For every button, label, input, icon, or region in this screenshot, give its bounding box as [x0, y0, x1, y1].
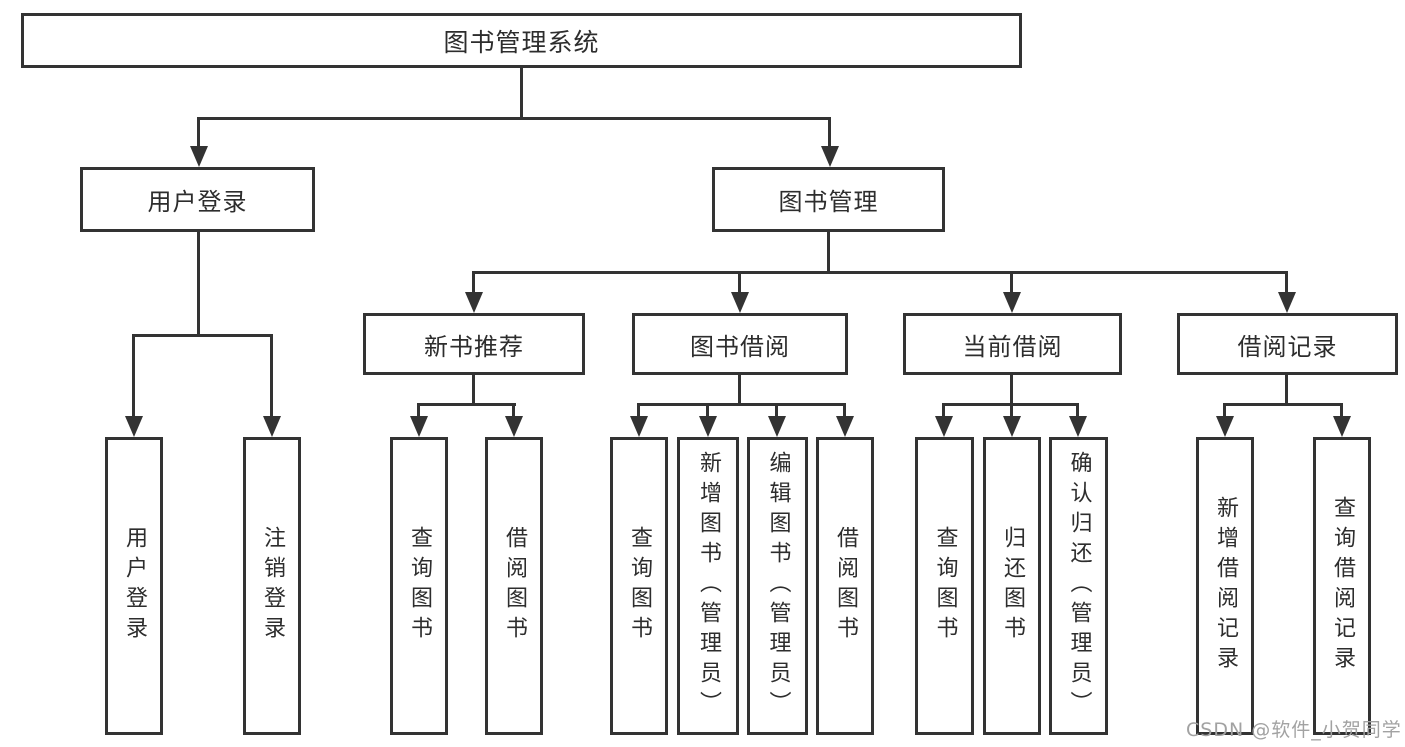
connector-line	[738, 375, 741, 406]
node-label: 图书管理	[778, 188, 879, 216]
connector-line	[197, 117, 200, 149]
connector-line	[1010, 271, 1013, 297]
arrow-down-icon	[505, 416, 523, 437]
connector-line	[1285, 375, 1288, 406]
node-book-management: 图书管理	[712, 167, 945, 232]
arrow-down-icon	[821, 146, 839, 167]
connector-line	[738, 271, 741, 297]
connector-line	[270, 334, 273, 420]
connector-line	[827, 232, 830, 274]
arrow-down-icon	[465, 292, 483, 313]
connector-line	[843, 403, 846, 419]
node-label: 图书借阅	[690, 332, 790, 361]
connector-line	[1010, 403, 1013, 419]
leaf-label: 查询图书	[627, 526, 652, 646]
arrow-down-icon	[1003, 292, 1021, 313]
leaf-label: 用户登录	[122, 526, 147, 646]
leaf-edit-book-admin: 编辑图书（管理员）	[747, 437, 808, 735]
leaf-query-book-borrow: 查询图书	[610, 437, 668, 735]
node-label: 用户登录	[147, 188, 248, 216]
connector-line	[472, 271, 475, 297]
node-book-borrow: 图书借阅	[632, 313, 848, 375]
arrow-down-icon	[731, 292, 749, 313]
node-label: 借阅记录	[1237, 332, 1338, 361]
leaf-borrow-book: 借阅图书	[816, 437, 874, 735]
leaf-label: 归还图书	[1000, 526, 1025, 646]
connector-line	[197, 232, 200, 337]
arrow-down-icon	[1003, 416, 1021, 437]
arrow-down-icon	[836, 416, 854, 437]
watermark-text: CSDN @软件_小贺同学	[1186, 719, 1402, 741]
leaf-user-login: 用户登录	[105, 437, 163, 735]
leaf-label: 查询图书	[407, 526, 432, 646]
arrow-down-icon	[699, 416, 717, 437]
node-label: 图书管理系统	[443, 27, 600, 57]
leaf-add-book-admin: 新增图书（管理员）	[677, 437, 739, 735]
arrow-down-icon	[1216, 416, 1234, 437]
node-label: 当前借阅	[962, 332, 1063, 361]
connector-line	[1223, 403, 1342, 406]
connector-line	[197, 117, 831, 120]
connector-line	[706, 403, 709, 419]
node-new-book-recommend: 新书推荐	[363, 313, 585, 375]
connector-line	[1076, 403, 1079, 419]
leaf-label: 查询图书	[932, 526, 958, 646]
connector-line	[512, 403, 515, 419]
connector-line	[132, 334, 273, 337]
leaf-add-borrow-record: 新增借阅记录	[1196, 437, 1254, 735]
connector-line	[417, 403, 516, 406]
connector-line	[775, 403, 778, 419]
connector-line	[1223, 403, 1226, 419]
node-library-management-system: 图书管理系统	[21, 13, 1022, 68]
leaf-borrow-book-recommend: 借阅图书	[485, 437, 543, 735]
connector-line	[520, 68, 523, 120]
arrow-down-icon	[125, 416, 143, 437]
connector-line	[942, 403, 945, 419]
leaf-label: 编辑图书（管理员）	[765, 451, 791, 721]
connector-line	[637, 403, 846, 406]
arrow-down-icon	[935, 416, 953, 437]
leaf-query-book-current: 查询图书	[915, 437, 974, 735]
leaf-label: 借阅图书	[502, 526, 527, 646]
connector-line	[1340, 403, 1343, 419]
connector-line	[1010, 375, 1013, 406]
node-current-borrow: 当前借阅	[903, 313, 1122, 375]
connector-line	[472, 375, 475, 406]
node-label: 新书推荐	[424, 332, 524, 361]
node-user-login: 用户登录	[80, 167, 315, 232]
arrow-down-icon	[1333, 416, 1351, 437]
arrow-down-icon	[263, 416, 281, 437]
leaf-label: 借阅图书	[833, 526, 858, 646]
leaf-logout: 注销登录	[243, 437, 301, 735]
connector-line	[472, 271, 1288, 274]
connector-line	[132, 334, 135, 420]
leaf-label: 注销登录	[260, 526, 285, 646]
leaf-query-book-recommend: 查询图书	[390, 437, 448, 735]
leaf-label: 新增图书（管理员）	[696, 451, 721, 721]
connector-line	[828, 117, 831, 149]
leaf-label: 新增借阅记录	[1213, 496, 1238, 676]
connector-line	[637, 403, 640, 419]
leaf-label: 确认归还（管理员）	[1066, 451, 1092, 721]
connector-line	[1285, 271, 1288, 297]
leaf-confirm-return-admin: 确认归还（管理员）	[1049, 437, 1108, 735]
arrow-down-icon	[410, 416, 428, 437]
arrow-down-icon	[190, 146, 208, 167]
connector-line	[417, 403, 420, 419]
leaf-label: 查询借阅记录	[1330, 496, 1355, 676]
leaf-query-borrow-record: 查询借阅记录	[1313, 437, 1371, 735]
arrow-down-icon	[630, 416, 648, 437]
arrow-down-icon	[768, 416, 786, 437]
leaf-return-book: 归还图书	[983, 437, 1041, 735]
arrow-down-icon	[1069, 416, 1087, 437]
node-borrow-records: 借阅记录	[1177, 313, 1398, 375]
arrow-down-icon	[1278, 292, 1296, 313]
